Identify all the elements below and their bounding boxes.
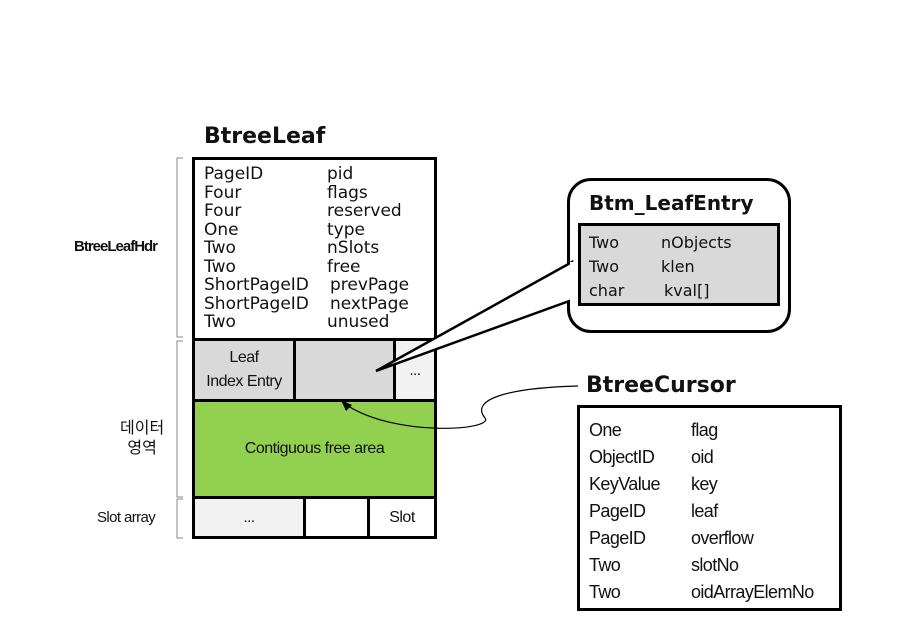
leaf-entry-field-type: Two [589,257,619,276]
cursor-field-name: key [691,474,718,494]
leaf-index-entry-line1: Leaf [229,349,259,366]
slot-empty-cell [306,499,370,536]
cursor-field-name: oidArrayElemNo [691,582,814,602]
header-field-name: reserved [327,201,402,221]
header-field-type: Two [204,238,236,258]
contiguous-free-area: Contiguous free area [195,402,434,496]
slot-cell: Slot [370,499,434,536]
leaf-entry-fields-box: Two nObjects Two klen char kval[] [578,223,780,306]
leaf-index-entry-line2: Index Entry [206,373,282,390]
cursor-field-name: oid [691,447,714,467]
header-field-name: pid [327,164,354,184]
cursor-title: BtreeCursor [586,373,736,398]
header-field-type: Two [204,256,236,277]
cursor-field-type: Two [589,555,621,575]
cursor-field-type: PageID [589,528,646,548]
header-field-type: Four [204,201,242,221]
btree-leaf-title: BtreeLeaf [204,124,326,149]
header-field-type: PageID [204,164,264,184]
slot-ellipsis-cell: ... [195,499,306,536]
callout-pointer [375,259,574,373]
header-field-name: nextPage [330,293,409,314]
header-field-type: Four [204,182,242,203]
header-field-type: One [204,219,239,240]
slot-label: Slot [389,508,415,526]
slot-array-bracket [176,498,183,539]
cursor-field-type: Two [589,582,621,602]
free-area-divider [195,496,434,499]
cursor-pointer-curve [344,385,579,429]
header-field-name: flags [327,182,368,203]
entry-row-divider [195,399,434,402]
cursor-fields-box: One flag ObjectID oid KeyValue key PageI… [577,405,842,611]
header-field-name: unused [327,312,390,332]
cursor-field-name: slotNo [691,555,739,575]
header-field-name: prevPage [330,275,410,295]
data-area-bracket [176,340,183,498]
leaf-entry-field-type: Two [589,233,619,252]
cursor-field-name: leaf [691,501,718,521]
callout-pointer-mask [570,262,578,302]
slot-array-label: Slot array [97,509,156,526]
cursor-field-name: flag [691,420,718,440]
cursor-field-name: overflow [691,528,754,548]
cursor-arrowhead [341,400,352,411]
leaf-entry-title: Btm_LeafEntry [589,191,754,215]
header-field-name: type [327,219,365,240]
data-area-label-line2: 영역 [127,440,157,457]
leaf-entry-field-name: nObjects [661,233,732,252]
data-area-label: 데이터 영역 [120,419,164,459]
header-bracket [176,157,183,338]
cursor-field-type: ObjectID [589,447,655,467]
header-field-name: nSlots [327,238,380,258]
leaf-entry-field-name: klen [661,257,695,276]
free-area-label: Contiguous free area [244,440,385,457]
header-field-type: ShortPageID [204,275,309,295]
btree-leaf-hdr-label: BtreeLeafHdr [74,238,158,255]
cursor-field-type: PageID [589,501,646,521]
leaf-entry-field-type: char [589,281,625,300]
cursor-field-type: KeyValue [589,474,661,494]
header-divider [192,338,437,341]
entry-ellipsis: ... [409,361,421,379]
header-field-type: Two [204,312,236,332]
header-field-type: ShortPageID [204,293,309,314]
data-area-label-line1: 데이터 [120,420,165,437]
leaf-entry-field-name: kval[] [664,281,710,300]
leaf-index-entry-cell: Leaf Index Entry [195,341,296,399]
slot-ellipsis: ... [243,509,255,526]
cursor-field-type: One [589,420,622,440]
header-field-name: free [327,256,361,277]
